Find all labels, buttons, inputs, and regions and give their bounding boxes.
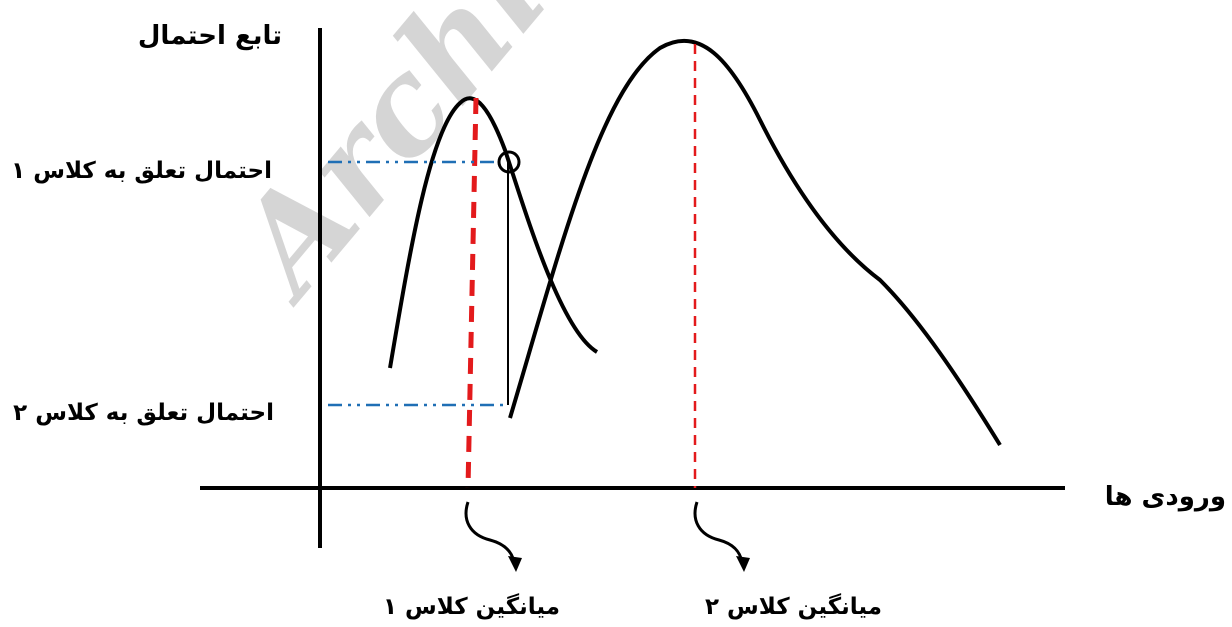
mean-class2-arrow bbox=[693, 501, 750, 572]
class2-distribution-curve bbox=[508, 38, 1002, 447]
mean-class1-arrow bbox=[464, 501, 522, 572]
x-axis-title: ورودی ها bbox=[1105, 482, 1226, 512]
y-axis-title: تابع احتمال bbox=[138, 21, 282, 51]
prob-class2-label: احتمال تعلق به کلاس ۲ bbox=[13, 400, 274, 426]
mean-class1-label: میانگین کلاس ۱ bbox=[383, 593, 560, 620]
class1-distribution-curve bbox=[388, 96, 599, 369]
mean-class1-line bbox=[465, 97, 479, 489]
prob-class1-label: احتمال تعلق به کلاس ۱ bbox=[11, 158, 272, 184]
mean-class2-label: میانگین کلاس ۲ bbox=[705, 593, 882, 620]
intersection-marker bbox=[497, 150, 521, 174]
